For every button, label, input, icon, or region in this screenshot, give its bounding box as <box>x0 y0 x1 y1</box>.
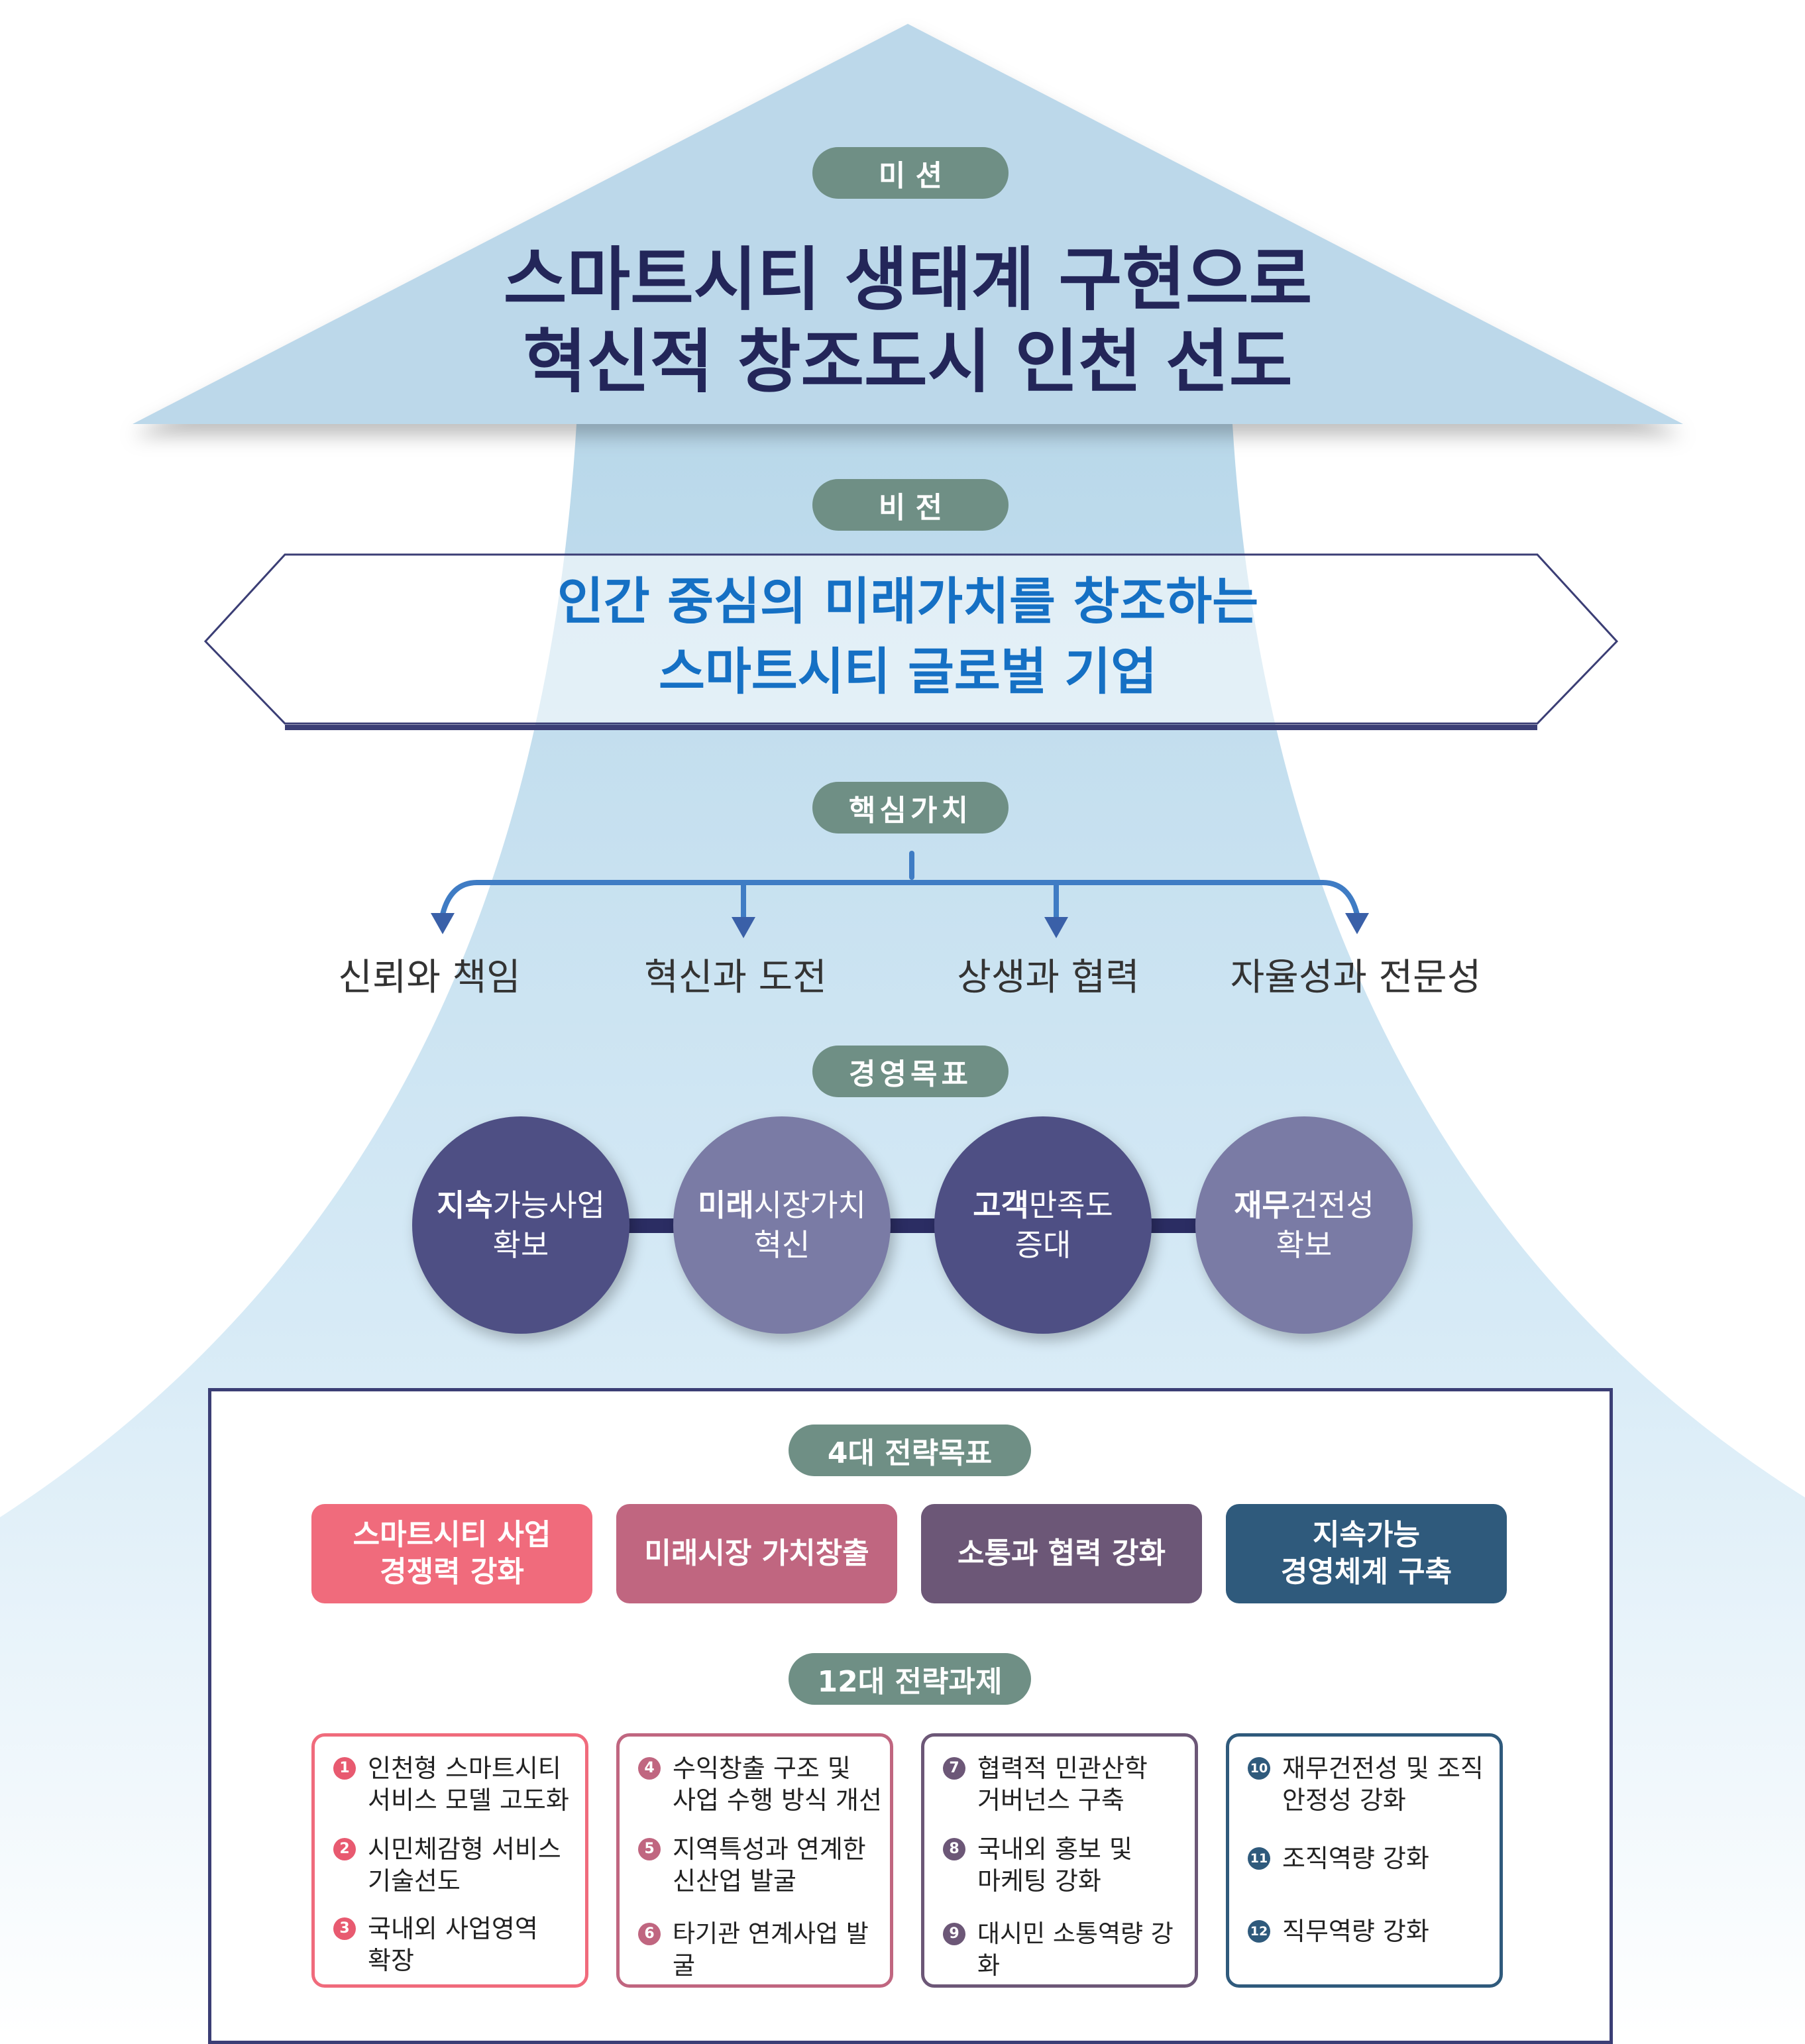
task-number: 1 <box>333 1757 356 1780</box>
vision-statement: 인간 중심의 미래가치를 창조하는 스마트시티 글로벌 기업 <box>331 566 1484 707</box>
strategic-tasks-label: 12대 전략과제 <box>789 1653 1031 1705</box>
goal-financial-soundness: 재무건전성 확보 <box>1195 1116 1413 1334</box>
strategic-goal-communication: 소통과 협력 강화 <box>921 1504 1202 1603</box>
task-item: 9 대시민 소통역량 강화 <box>943 1918 1195 1982</box>
core-value-innovation: 혁신과 도전 <box>644 956 827 999</box>
mission-line-2: 혁신적 창조도시 인천 선도 <box>523 321 1293 402</box>
task-number: 11 <box>1248 1847 1270 1870</box>
core-values-connector <box>431 851 1369 938</box>
task-number: 5 <box>638 1838 661 1860</box>
goal-customer-satisfaction: 고객만족도 증대 <box>934 1116 1152 1334</box>
task-number: 3 <box>333 1917 356 1940</box>
core-value-trust: 신뢰와 책임 <box>338 956 521 999</box>
task-number: 2 <box>333 1838 356 1860</box>
mission-line-1: 스마트시티 생태계 구현으로 <box>503 239 1313 320</box>
task-number: 8 <box>943 1838 965 1860</box>
task-item: 11 조직역량 강화 <box>1248 1843 1429 1874</box>
task-number: 9 <box>943 1923 965 1945</box>
mission-label: 미 션 <box>812 147 1009 199</box>
mission-statement: 스마트시티 생태계 구현으로 혁신적 창조도시 인천 선도 <box>331 239 1484 403</box>
task-number: 10 <box>1248 1757 1270 1780</box>
goal-future-market: 미래시장가치 혁신 <box>673 1116 891 1334</box>
strategic-goals-label: 4대 전략목표 <box>789 1425 1031 1476</box>
management-goals-label: 경영목표 <box>812 1046 1009 1097</box>
core-value-cooperation: 상생과 협력 <box>957 956 1140 999</box>
vision-frame <box>203 553 1619 730</box>
vision-line-1: 인간 중심의 미래가치를 창조하는 <box>557 572 1259 631</box>
core-values-label: 핵심가치 <box>812 782 1009 834</box>
vision-label: 비 전 <box>812 479 1009 531</box>
task-number: 6 <box>638 1923 661 1945</box>
task-item: 12 직무역량 강화 <box>1248 1915 1429 1947</box>
goal-sustainable-business: 지속가능사업 확보 <box>412 1116 629 1334</box>
goals-connector <box>517 1218 1312 1233</box>
task-item: 6 타기관 연계사업 발굴 <box>638 1918 890 1982</box>
task-number: 4 <box>638 1757 661 1780</box>
vision-line-2: 스마트시티 글로벌 기업 <box>658 642 1158 701</box>
strategic-goal-future-value: 미래시장 가치창출 <box>616 1504 897 1603</box>
core-value-autonomy: 자율성과 전문성 <box>1230 956 1482 999</box>
task-number: 7 <box>943 1757 965 1780</box>
task-number: 12 <box>1248 1920 1270 1943</box>
